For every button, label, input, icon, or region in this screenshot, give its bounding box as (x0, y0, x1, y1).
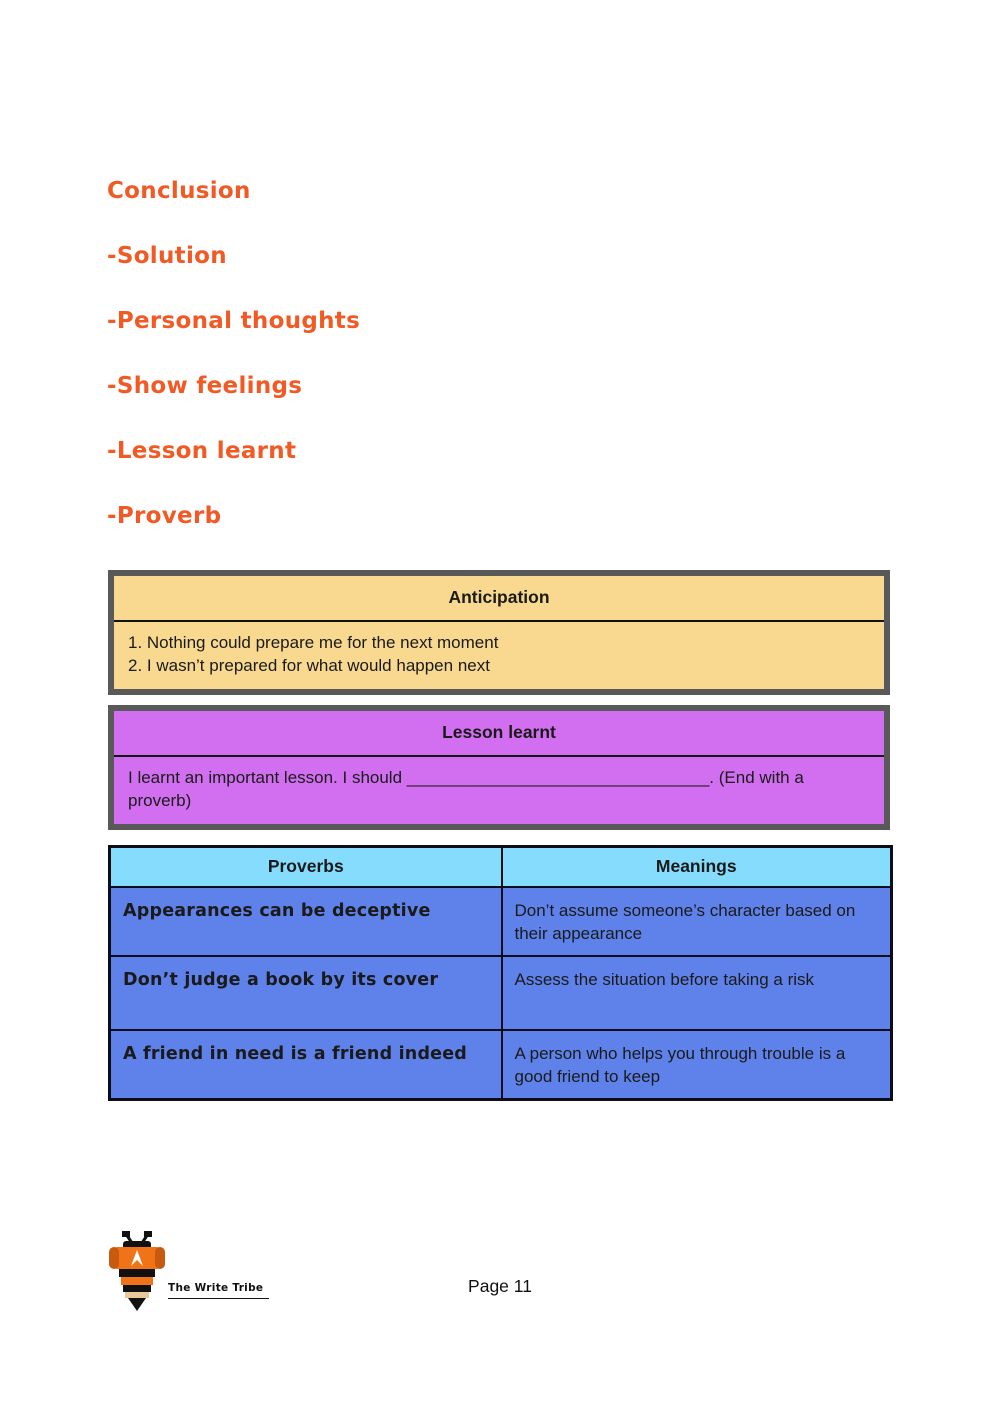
proverb-cell: Don’t judge a book by its cover (108, 955, 503, 1031)
proverb-cell: A friend in need is a friend indeed (108, 1029, 503, 1101)
table-row: Don’t judge a book by its cover Assess t… (108, 955, 893, 1031)
heading-solution: -Solution (107, 243, 227, 269)
heading-proverb: -Proverb (107, 503, 222, 529)
anticipation-body: 1. Nothing could prepare me for the next… (114, 622, 884, 689)
page-number: Page 11 (468, 1276, 532, 1296)
heading-personal-thoughts: -Personal thoughts (107, 308, 361, 334)
anticipation-line-1: 1. Nothing could prepare me for the next… (128, 633, 499, 652)
proverbs-table-header-row: Proverbs Meanings (108, 845, 893, 888)
proverb-cell: Appearances can be deceptive (108, 886, 503, 957)
write-tribe-logo: The Write Tribe (106, 1230, 270, 1312)
table-row: Appearances can be deceptive Don’t assum… (108, 886, 893, 957)
meaning-cell: Assess the situation before taking a ris… (500, 955, 893, 1031)
lesson-learnt-box: Lesson learnt I learnt an important less… (108, 705, 890, 830)
anticipation-line-2: 2. I wasn’t prepared for what would happ… (128, 656, 490, 675)
proverbs-table: Proverbs Meanings Appearances can be dec… (108, 845, 893, 1101)
lesson-learnt-title: Lesson learnt (114, 711, 884, 757)
meanings-column-header: Meanings (500, 845, 893, 888)
heading-lesson-learnt: -Lesson learnt (107, 438, 297, 464)
bee-pencil-icon (109, 1231, 165, 1311)
meaning-cell: Don’t assume someone’s character based o… (500, 886, 893, 957)
anticipation-title: Anticipation (114, 576, 884, 622)
proverbs-column-header: Proverbs (108, 845, 503, 888)
conclusion-headings: Conclusion -Solution -Personal thoughts … (107, 178, 360, 568)
anticipation-box: Anticipation 1. Nothing could prepare me… (108, 570, 890, 695)
meaning-cell: A person who helps you through trouble i… (500, 1029, 893, 1101)
logo-wordmark: The Write Tribe (168, 1282, 270, 1299)
heading-conclusion: Conclusion (107, 178, 251, 204)
table-row: A friend in need is a friend indeed A pe… (108, 1029, 893, 1101)
heading-show-feelings: -Show feelings (107, 373, 303, 399)
lesson-learnt-body: I learnt an important lesson. I should _… (114, 757, 884, 824)
